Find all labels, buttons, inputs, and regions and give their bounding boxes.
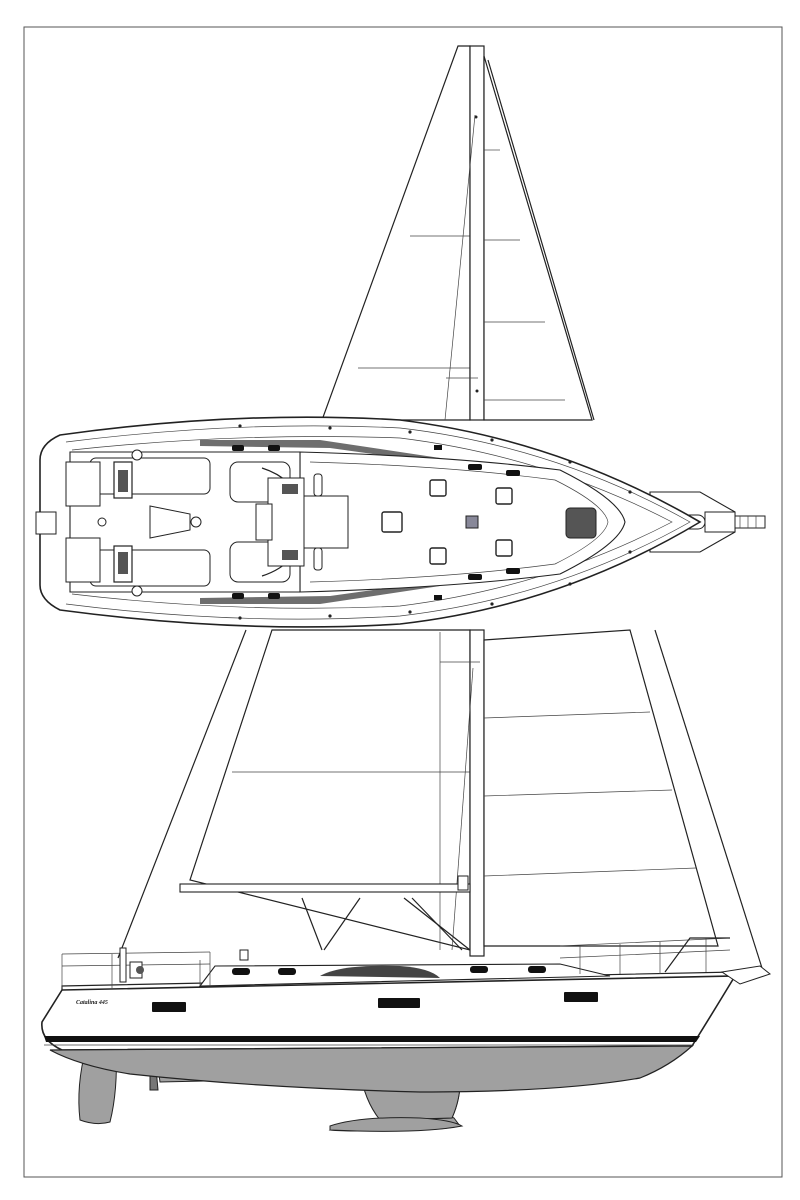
- hatch-3: [429, 547, 447, 565]
- drawing-frame: [23, 26, 783, 1178]
- mainsail-profile: [483, 629, 719, 947]
- hatch-5: [495, 539, 513, 557]
- mainsail-upper: [483, 55, 593, 421]
- headsail-profile: [189, 629, 471, 951]
- mast-upper: [469, 45, 485, 421]
- dodger-profile: [320, 965, 440, 978]
- hull-model-label: Catalina 445: [76, 1000, 108, 1006]
- hatch-2: [429, 479, 447, 497]
- deck-portlights: [232, 445, 520, 600]
- boom: [179, 883, 471, 893]
- forward-hatch: [565, 507, 597, 539]
- stanchion-bases: [238, 424, 632, 620]
- hull-port-fwd: [564, 992, 598, 1002]
- headsail-upper: [321, 45, 471, 421]
- mast-step: [465, 515, 479, 529]
- hull-port-aft: [152, 1002, 186, 1012]
- cabin-top: [299, 451, 626, 593]
- hull-underbody: [49, 1045, 694, 1093]
- profile-view: Catalina 445: [41, 629, 772, 1132]
- hatch-1: [381, 511, 403, 533]
- hatch-4: [495, 487, 513, 505]
- upper-rig: [321, 45, 595, 421]
- bow-roller-profile: [720, 965, 772, 985]
- lifelines: [61, 937, 731, 988]
- toerail-port: [200, 440, 440, 462]
- hull-port-mid: [378, 998, 420, 1008]
- toerail-stbd: [200, 582, 440, 604]
- deck-plan: [35, 416, 766, 628]
